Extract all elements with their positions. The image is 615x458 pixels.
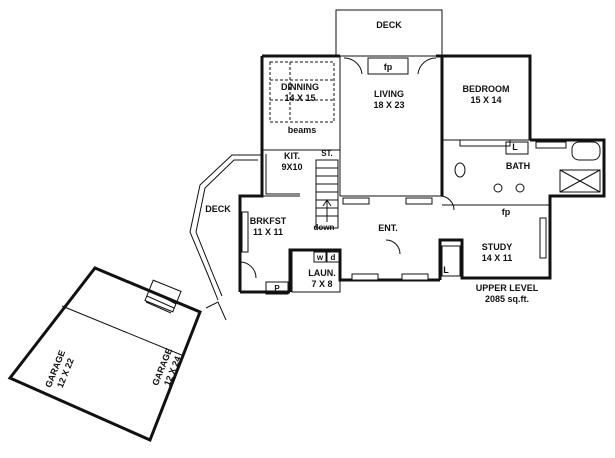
fp-living-label: fp (384, 62, 393, 72)
laun-size: 7 X 8 (311, 279, 332, 289)
closet-l-bed-label: L (512, 142, 518, 152)
upper-level-label: UPPER LEVEL (476, 283, 539, 293)
study-size: 14 X 11 (482, 253, 513, 263)
kit-size: 9X10 (281, 162, 302, 172)
down-label: down (314, 223, 335, 232)
pantry-label: P (274, 284, 280, 293)
doors (205, 195, 455, 321)
living-label: LIVING (374, 89, 404, 99)
deck-side-label: DECK (205, 204, 231, 214)
deck-top-label: DECK (376, 20, 402, 30)
dinning-label: DINNING (281, 82, 319, 92)
living-size: 18 X 23 (373, 100, 404, 110)
brkfst-label: BRKFST (250, 216, 287, 226)
windows (241, 139, 567, 281)
beams-label: beams (288, 125, 317, 135)
brkfst-size: 11 X 11 (253, 227, 283, 237)
living-deck-doors (343, 57, 437, 75)
st-label: ST. (321, 149, 333, 158)
laun-label: LAUN. (308, 268, 336, 278)
bedroom-label: BEDROOM (463, 84, 510, 94)
study-label: STUDY (482, 242, 513, 252)
closet-l-ent-label: L (443, 265, 449, 275)
fp-study-label: fp (502, 207, 511, 217)
sqft-label: 2085 sq.ft. (485, 294, 529, 304)
bath-fixtures (454, 141, 601, 193)
deck-top (335, 9, 443, 57)
dryer-label: d (331, 253, 336, 262)
washer-label: w (316, 253, 324, 262)
kit-label: KIT. (284, 151, 300, 161)
dinning-size: 14 X 15 (284, 93, 315, 103)
bath-label: BATH (506, 161, 530, 171)
deck-side (189, 154, 262, 301)
ent-label: ENT. (378, 223, 398, 233)
bedroom-size: 15 X 14 (470, 95, 501, 105)
garages (7, 266, 202, 443)
dining-beams (269, 61, 335, 123)
